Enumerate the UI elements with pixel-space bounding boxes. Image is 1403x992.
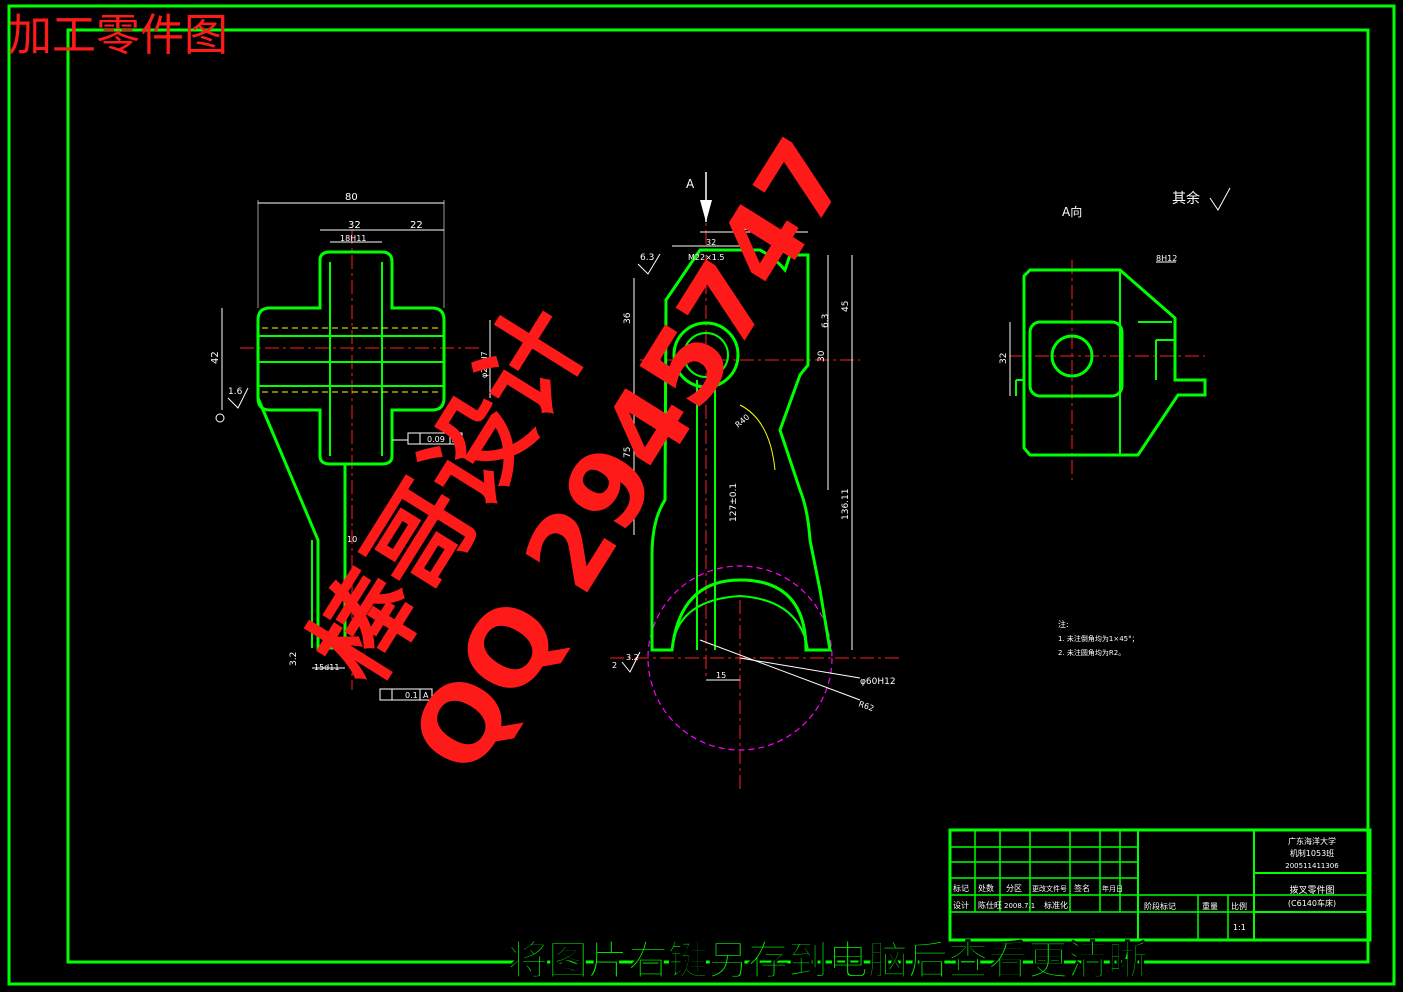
dim-136: 136.11 — [841, 489, 851, 521]
tb-part-name: 拨叉零件图 — [1289, 884, 1334, 896]
tol-bottom: 0.1 — [405, 691, 418, 700]
notes-line2: 2. 未注圆角均为R2。 — [1058, 648, 1125, 657]
dim-bore-25: φ25H7 — [480, 351, 489, 378]
dim-127: 127±0.1 — [729, 483, 739, 522]
tb-label-count: 处数 — [978, 883, 994, 893]
tol-bottom-datum: A — [423, 691, 429, 700]
roughness-1-6: 1.6 — [228, 387, 243, 397]
tb-weight: 重量 — [1202, 901, 1218, 911]
outer-frame — [7, 4, 1396, 986]
dim-36: 36 — [623, 312, 633, 324]
roughness-right: 6.3 — [821, 314, 831, 328]
dim-r40: R40 — [734, 413, 752, 430]
tb-machine: (C6140车床) — [1288, 898, 1336, 908]
dim-22: 22 — [410, 220, 423, 231]
tech-notes: 注: 1. 未注倒角均为1×45°； 2. 未注圆角均为R2。 — [1058, 619, 1139, 657]
dim-a-32: 32 — [999, 353, 1009, 364]
watermark: 棒哥设计 QQ 2945747 — [288, 118, 873, 793]
tb-design-date: 2008.7.1 — [1004, 902, 1035, 910]
dim-44: 44 — [740, 219, 757, 233]
left-view: 80 32 22 18H11 42 φ25H7 1.6 0.09 A 10 15… — [210, 192, 491, 701]
tb-class: 机制1053班 — [1290, 848, 1334, 858]
footer-hint: 将图片右键另存到电脑后查看更清晰 — [508, 938, 1148, 984]
dim-2: 2 — [612, 661, 617, 670]
roughness-3-2: 3.2 — [289, 652, 299, 666]
dim-15d11: 15d11 — [314, 663, 339, 672]
tb-scale-label: 比例 — [1231, 901, 1247, 911]
title-block: 广东海洋大学 机制1053班 200511411306 拨叉零件图 (C6140… — [948, 828, 1372, 942]
tb-standardization: 标准化 — [1044, 900, 1068, 910]
dim-80: 80 — [345, 192, 358, 203]
dim-main-32: 32 — [706, 238, 716, 247]
dim-15: 15 — [716, 671, 726, 680]
roughness-main-bottom: 3.2 — [626, 653, 639, 662]
dim-30: 30 — [817, 350, 827, 362]
roughness-symbol-icon — [1209, 187, 1231, 211]
dim-thread: M22×1.5 — [688, 253, 725, 262]
dim-42: 42 — [210, 351, 221, 364]
dim-18h11: 18H11 — [340, 234, 366, 243]
tb-label-mark: 标记 — [953, 883, 969, 893]
notes-line1: 1. 未注倒角均为1×45°； — [1058, 634, 1139, 643]
dim-32: 32 — [348, 220, 361, 231]
tb-stage: 阶段标记 — [1144, 901, 1176, 911]
tb-school: 广东海洋大学 — [1288, 836, 1336, 846]
tb-scale-value: 1:1 — [1233, 923, 1246, 932]
section-mark-a: A — [686, 177, 695, 191]
tol-datum: A — [452, 435, 458, 444]
tb-design-label: 设计 — [953, 900, 969, 910]
notes-title: 注: — [1058, 619, 1069, 629]
dim-8h12: 8H12 — [1156, 254, 1177, 263]
a-direction-view: A向 8H12 32 — [999, 204, 1207, 480]
dim-45: 45 — [841, 301, 851, 312]
tb-label-zone: 分区 — [1006, 884, 1022, 893]
dim-75: 75 — [623, 447, 633, 458]
surface-note: 其余 — [1172, 190, 1200, 207]
dim-bore-60: φ60H12 — [860, 677, 896, 687]
tol-flatness: 0.09 — [427, 435, 445, 444]
dim-r62: R62 — [857, 699, 875, 713]
tb-student-id: 200511411306 — [1285, 862, 1339, 870]
tb-designer: 陈仕旺 — [978, 900, 1002, 910]
inner-frame — [66, 28, 1370, 964]
dim-10: 10 — [347, 535, 357, 544]
roughness-top: 6.3 — [640, 253, 654, 263]
tb-label-sign: 签名 — [1074, 883, 1090, 893]
header-title: 加工零件图 — [8, 10, 228, 61]
main-view: A 44 32 M22×1.5 6.3 6.3 36 75 45 30 136.… — [610, 172, 900, 790]
view-label-a: A向 — [1062, 204, 1082, 219]
tb-label-date: 年月日 — [1102, 884, 1123, 893]
tb-label-change-doc: 更改文件号 — [1032, 884, 1067, 893]
